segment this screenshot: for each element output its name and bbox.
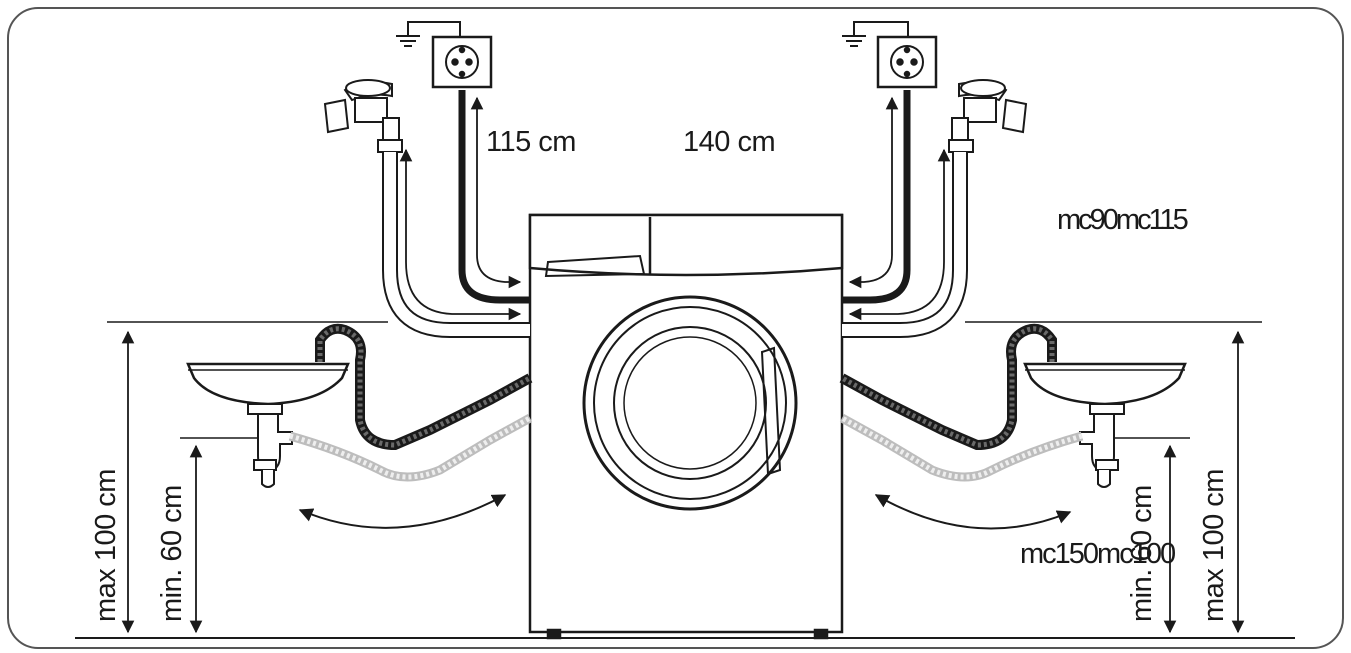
siphon-icon [1079, 403, 1125, 488]
sink-icon [186, 362, 350, 406]
min-height-left-label: min. 60 cm [156, 485, 188, 622]
dimension-arrow-icon [848, 148, 951, 321]
power-cable-icon [842, 90, 911, 304]
min-height-right-label: min. 60 cm [1126, 485, 1158, 622]
cable-length-label: 115 cm [486, 126, 576, 158]
washing-machine-icon [528, 213, 844, 640]
power-socket-icon [876, 35, 938, 89]
max-height-right-label: max 100 cm [1198, 469, 1230, 622]
water-tap-icon [948, 79, 1028, 153]
door-icon [582, 295, 798, 511]
swing-arrow-icon [874, 494, 1072, 530]
ground-icon [842, 21, 909, 47]
water-tap-icon [323, 79, 403, 153]
hose-length-right-label: mc90mc115 [1057, 204, 1189, 236]
siphon-icon [247, 403, 293, 488]
max-height-left-label: max 100 cm [90, 469, 122, 622]
hose-length-label: 140 cm [683, 126, 776, 158]
drain-length-right-label: mc150mc100 [1020, 538, 1176, 570]
dimension-arrow-icon [848, 96, 899, 289]
power-cable-icon [458, 90, 530, 304]
swing-arrow-icon [298, 494, 507, 529]
ground-icon [396, 21, 461, 47]
dimension-arrow-icon [399, 148, 522, 321]
power-socket-icon [431, 35, 493, 89]
drain-hose-icon [315, 323, 533, 451]
drain-hose-icon [839, 323, 1057, 451]
sink-icon [1023, 362, 1187, 406]
diagram-frame [7, 7, 1344, 649]
